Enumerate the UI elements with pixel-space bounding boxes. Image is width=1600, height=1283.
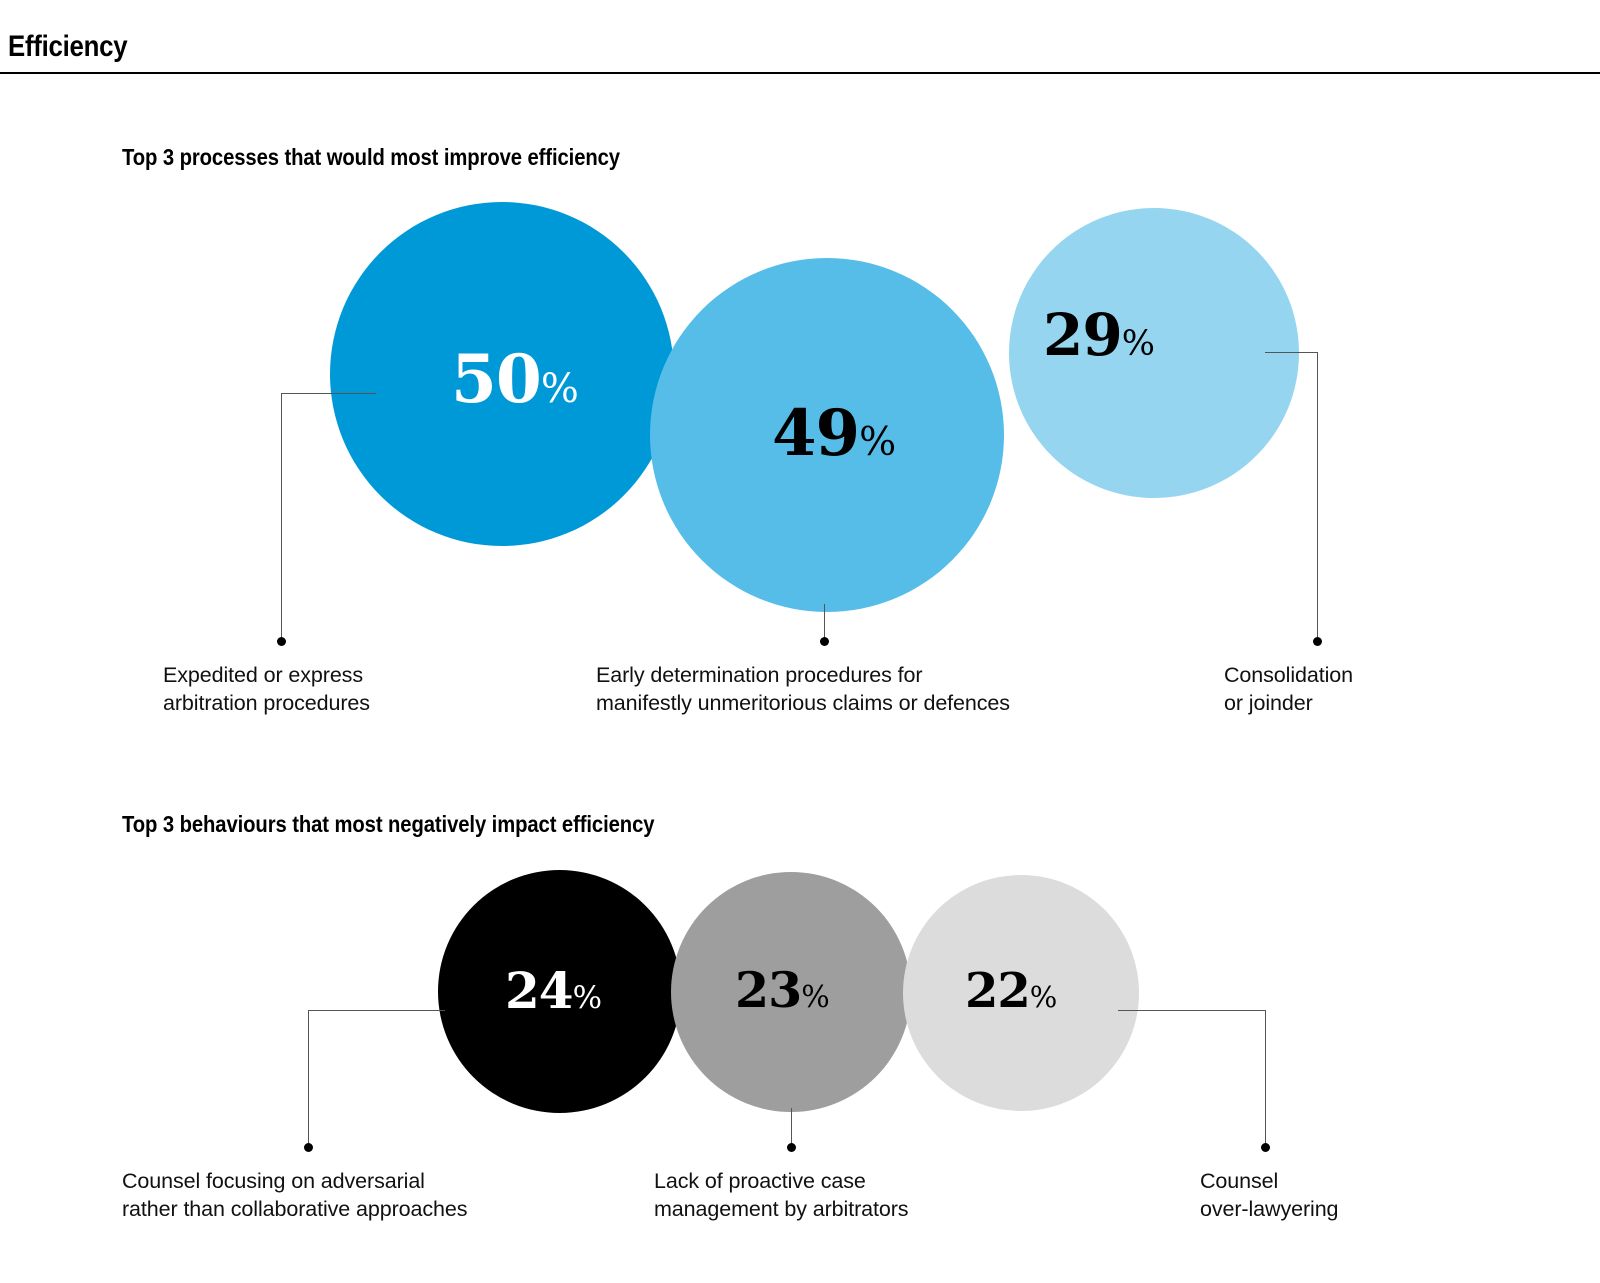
bubble-processes-1 (330, 202, 674, 546)
percent-symbol: % (572, 980, 603, 1016)
bubble-number: 50 (451, 340, 542, 418)
page-title: Efficiency (8, 30, 128, 63)
callout-label-processes-1: Expedited or express arbitration procedu… (163, 663, 370, 715)
connector-processes-1-horizontal (281, 393, 376, 395)
bubble-value-behaviours-3: 22% (965, 967, 1057, 1015)
percent-symbol: % (1121, 324, 1155, 364)
connector-dot-behaviours-1 (304, 1143, 313, 1152)
connector-processes-3-vertical (1317, 352, 1319, 641)
bubble-behaviours-3 (903, 875, 1139, 1111)
bubble-behaviours-2 (671, 872, 911, 1112)
connector-dot-processes-3 (1313, 637, 1322, 646)
connector-behaviours-3-vertical (1265, 1010, 1267, 1147)
connector-dot-behaviours-3 (1261, 1143, 1270, 1152)
bubble-number: 29 (1043, 301, 1123, 369)
percent-symbol: % (1029, 980, 1058, 1014)
bubble-value-processes-3: 29% (1043, 306, 1155, 364)
callout-label-behaviours-1: Counsel focusing on adversarial rather t… (122, 1169, 468, 1221)
bubble-behaviours-1 (438, 870, 681, 1113)
bubble-value-behaviours-1: 24% (505, 966, 602, 1016)
section-heading-behaviours: Top 3 behaviours that most negatively im… (122, 811, 655, 837)
title-divider (0, 72, 1600, 74)
bubble-value-behaviours-2: 23% (735, 966, 830, 1015)
bubble-number: 23 (735, 961, 802, 1019)
bubble-processes-3 (1009, 208, 1299, 498)
connector-processes-3-horizontal (1265, 352, 1318, 354)
connector-behaviours-1-horizontal (308, 1010, 445, 1012)
section-heading-processes: Top 3 processes that would most improve … (122, 144, 620, 170)
bubble-number: 49 (772, 396, 860, 471)
bubble-value-processes-1: 50% (451, 346, 579, 412)
connector-behaviours-2-vertical (791, 1108, 793, 1147)
bubble-value-processes-2: 49% (772, 402, 896, 466)
connector-dot-behaviours-2 (787, 1143, 796, 1152)
connector-dot-processes-1 (277, 637, 286, 646)
connector-behaviours-3-horizontal (1118, 1010, 1266, 1012)
callout-label-behaviours-2: Lack of proactive case management by arb… (654, 1169, 909, 1221)
bubble-number: 22 (965, 963, 1031, 1019)
connector-processes-2-vertical (824, 604, 826, 643)
callout-label-behaviours-3: Counsel over-lawyering (1200, 1169, 1339, 1221)
percent-symbol: % (859, 420, 897, 465)
bubble-number: 24 (505, 961, 574, 1020)
callout-label-processes-3: Consolidation or joinder (1224, 663, 1353, 715)
percent-symbol: % (540, 366, 579, 412)
connector-behaviours-1-vertical (308, 1010, 310, 1147)
connector-processes-1-vertical (281, 393, 283, 641)
bubble-processes-2 (650, 258, 1004, 612)
connector-dot-processes-2 (820, 637, 829, 646)
percent-symbol: % (801, 980, 830, 1015)
callout-label-processes-2: Early determination procedures for manif… (596, 663, 1010, 715)
